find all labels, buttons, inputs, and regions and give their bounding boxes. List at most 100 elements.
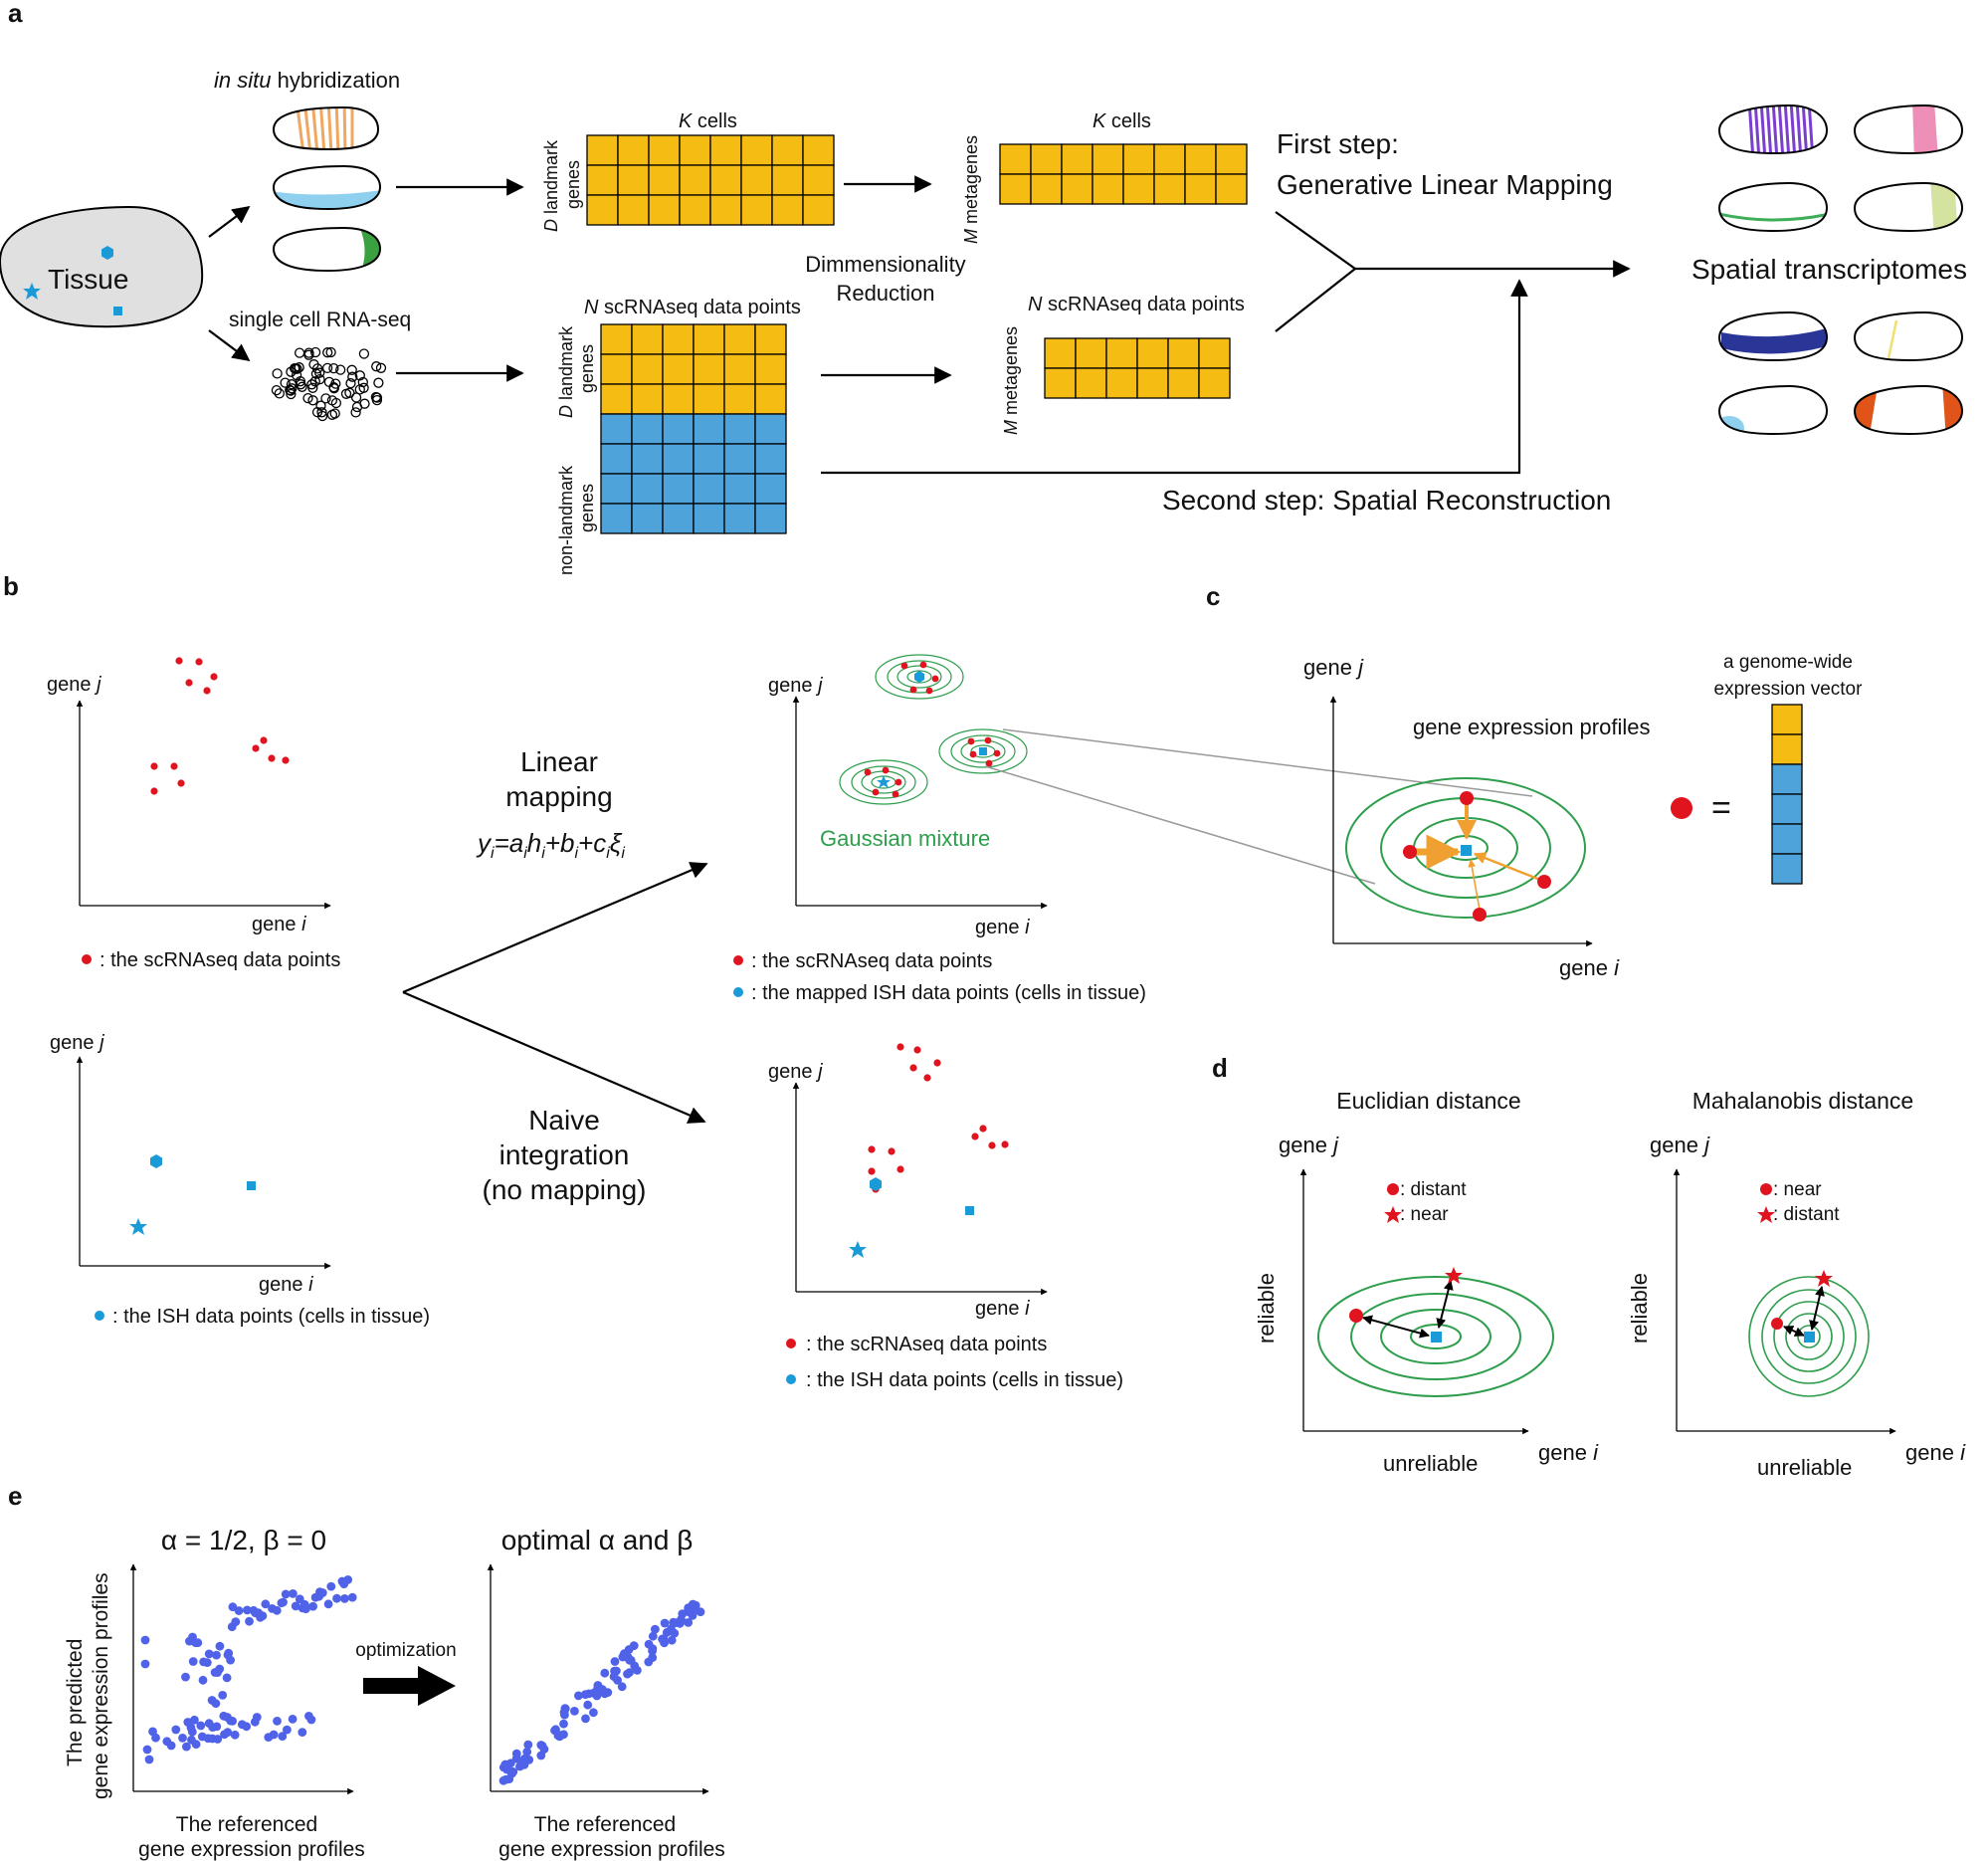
matrix-cell [1122,143,1155,175]
plot-b1 [76,700,331,910]
d1-star-icon [1445,1267,1463,1284]
b3-gene-i: gene i [975,917,1030,938]
cell-circle [323,376,335,388]
b2-gene-j: gene j [50,1032,104,1054]
b3-legend-dot-blue [733,987,743,997]
fork-arrow-up [402,862,708,994]
scatter-point [677,1614,686,1624]
scrna-point [969,750,977,758]
embryo-outline [1853,103,1964,155]
scatter-point [218,1691,228,1700]
cell-circle [373,377,384,388]
b3-legend-dot-red [733,955,743,965]
scatter-point [222,1673,232,1683]
zoom-line-bottom [984,765,1376,885]
d1-gene-j: gene j [1279,1133,1339,1157]
scatter-point [580,1690,590,1700]
scatter-point [581,1714,590,1724]
fork-arrow-down [402,990,706,1124]
matrix-cell [631,443,664,475]
merge-line-bottom [1275,268,1356,332]
ish-landmark-label-2: genes [563,160,583,209]
b2-legend: : the ISH data points (cells in tissue) [112,1306,430,1328]
matrix-cell [1122,173,1155,205]
matrix-cell [754,383,787,415]
d1-point [1349,1309,1363,1323]
scatter-point [279,1597,288,1607]
d2-legend-star-icon [1757,1206,1775,1223]
matrix-cell [1136,337,1169,369]
c-point-bottom [1473,908,1487,922]
b4-gene-i: gene i [975,1298,1030,1320]
scatter-point [283,1725,292,1735]
scatter-point [226,1655,236,1665]
scatter-point [198,1675,208,1685]
linear-label: Linear [520,746,598,777]
gaussian-contour [896,665,942,689]
linear-label-2: mapping [505,781,612,812]
cell-circle [322,347,333,358]
scatter-point [323,1599,333,1609]
scatter-point [326,1581,336,1591]
matrix-cell [1092,143,1124,175]
nonlandmark-label-2: genes [577,484,597,532]
e-ylabel-2: gene expression profiles [90,1572,112,1799]
scatter-point [574,1691,583,1701]
scrna-point [195,658,203,666]
embryo-outline [1853,310,1964,362]
scatter-point [696,1607,705,1617]
sc-landmark-label-2: genes [577,344,597,393]
scatter-point [511,1749,521,1758]
scatter-point [258,1611,268,1621]
scatter-point [151,1733,160,1743]
lime-band [1930,183,1958,231]
vector-cell [1771,763,1803,795]
matrix-cell [679,134,711,166]
embryo-outline [1853,181,1964,233]
c-equals: = [1711,789,1731,827]
cell-circle [340,388,352,399]
matrix-cell [1030,173,1063,205]
cell-circle [346,364,357,375]
stripe [1753,105,1761,153]
cell-circle [302,392,313,404]
matrix-cell [740,164,773,196]
matrix-cell [1198,367,1231,399]
e1-xlabel: The referenced [176,1813,317,1836]
d2-gene-j: gene j [1650,1133,1710,1157]
scatter-point [252,1713,262,1722]
ish-metagene-matrix [999,143,1248,205]
matrix-cell [709,194,742,226]
stripe [1777,105,1785,153]
scatter-point [317,1588,327,1597]
first-step-label-2: Generative Linear Mapping [1277,169,1613,200]
scatter-point [243,1605,252,1615]
scatter-point [204,1719,214,1729]
scatter-point [171,1725,181,1735]
scrna-point [971,1133,979,1140]
matrix-cell [693,383,725,415]
scrna-point [872,788,880,796]
embryo-outline [1717,384,1829,436]
n-points-label-2: N scRNAseq data points [1028,294,1245,315]
cell-circle [274,388,285,399]
matrix-cell [723,413,756,445]
matrix-cell [679,194,711,226]
b1-gene-j: gene j [47,674,101,696]
matrix-cell [600,383,633,415]
k-cells-label-2: K cells [1093,110,1151,132]
plot-b3 [792,696,1048,910]
pink-band [1912,105,1938,153]
scatter-point [670,1628,680,1638]
scatter-point [181,1672,190,1682]
matrix-cell [723,353,756,385]
c-point-left [1403,845,1417,859]
gaussian-contour [960,739,1006,763]
b2-square-icon [247,1181,256,1190]
scatter-point [667,1635,677,1645]
stripe [1747,105,1755,153]
scatter-point [515,1761,524,1771]
d2-reliable: reliable [1627,1273,1652,1344]
matrix-cell [1105,367,1138,399]
